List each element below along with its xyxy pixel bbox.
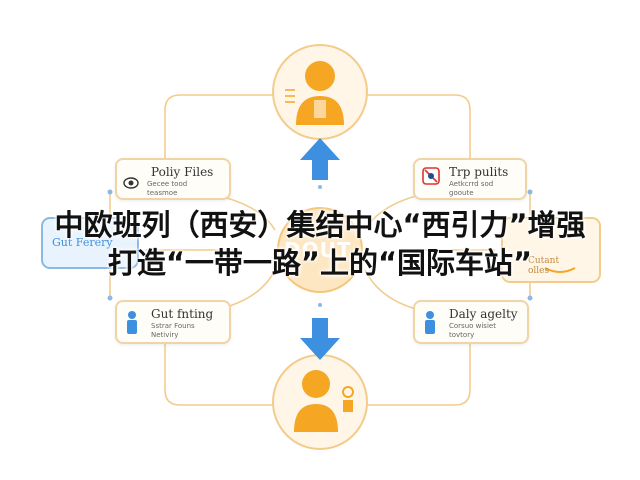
center-label: DOUT [284,238,352,262]
card-subtitle: Corsuo wisiet tovtory [449,322,496,339]
dot [527,295,533,301]
connector-dots [107,185,533,307]
connector-bottom-right [360,340,471,406]
person-icon [425,311,435,334]
right-side-node [501,217,601,283]
left-side-node [41,217,139,269]
center-node [277,207,363,293]
left-side-box [41,217,139,269]
person-head-icon [302,370,330,398]
right-side-box [501,217,601,283]
arrow-up-icon [300,138,340,180]
no-vehicle-icon [422,167,440,185]
card-top-right: Trp pulits Aetkcrrd sod gooute [413,158,527,200]
card-title: Poliy Files [151,165,214,179]
person-head-icon [305,61,335,91]
lock-icon [343,400,353,412]
card-bottom-left: Gut fnting Sstrar Founs Netiviry [115,300,231,344]
dot [527,189,533,195]
person-tie-icon [314,100,326,118]
card-title: Gut fnting [151,307,214,321]
dot [107,295,113,301]
left-side-label: Gut Ferery [52,236,113,249]
card-bottom-right: Daly agelty Corsuo wisiet tovtory [413,300,529,344]
card-title: Daly agelty [449,307,518,321]
connector-top-left [164,94,280,160]
right-side-label: Cutant olles [528,256,560,276]
bottom-person-node [272,354,368,450]
dot [107,189,113,195]
card-subtitle: Gecee tood teasmoe [147,180,188,197]
connector-bottom-left [164,340,280,406]
lock-icon [342,386,354,398]
dot [318,303,322,307]
dot [318,185,322,189]
eye-icon [123,177,139,189]
card-title: Trp pulits [449,165,509,179]
lines-icon [285,89,295,103]
cup-icon [544,267,576,273]
arrows [300,138,340,360]
top-person-node [272,44,368,140]
headline-line-1: 中欧班列（西安）集结中心“西引力”增强 [54,208,586,242]
card-top-left: Poliy Files Gecee tood teasmoe [115,158,231,200]
connector-card-tr-center [364,194,421,231]
person-body-icon [294,404,338,432]
arrow-down-icon [300,318,340,360]
center-circle [277,207,363,293]
card-subtitle: Aetkcrrd sod gooute [449,180,494,197]
card-subtitle: Sstrar Founs Netiviry [151,322,195,339]
connector-top-right [360,94,471,160]
connector-card-br-center [364,269,421,311]
person-icon [127,311,137,334]
headline-line-2: 打造“一带一路”上的“国际车站” [107,246,533,280]
